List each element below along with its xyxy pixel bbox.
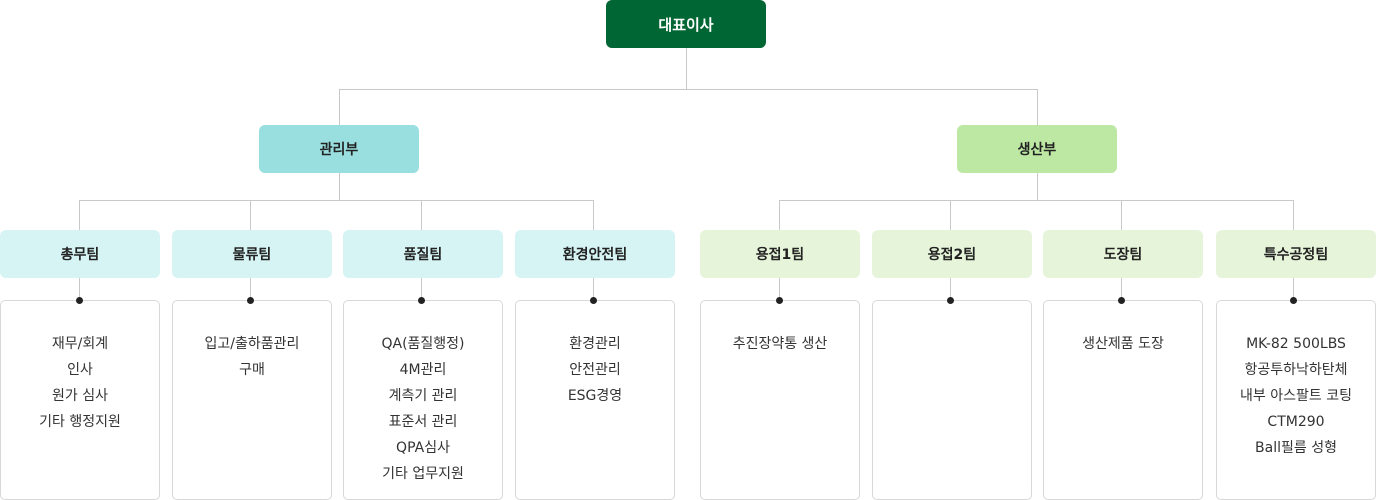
duty-item: 입고/출하품관리 bbox=[204, 336, 300, 352]
duty-item: 원가 심사 bbox=[52, 388, 108, 404]
connector-line bbox=[339, 173, 340, 200]
connector-line bbox=[1037, 89, 1038, 125]
ceo-node: 대표이사 bbox=[606, 0, 766, 48]
connector-line bbox=[593, 200, 594, 230]
connector-line bbox=[593, 278, 594, 300]
connector-line bbox=[79, 200, 80, 230]
connector-line bbox=[250, 200, 251, 230]
duty-item: 구매 bbox=[239, 362, 265, 378]
connector-line bbox=[339, 89, 1038, 90]
duty-item: 항공투하낙하탄체 bbox=[1244, 362, 1348, 378]
duty-box-environment-safety: 환경관리 안전관리 ESG경영 bbox=[515, 300, 675, 500]
duty-item: 계측기 관리 bbox=[388, 388, 458, 404]
duty-item: 재무/회계 bbox=[51, 336, 109, 352]
division-production: 생산부 bbox=[957, 125, 1117, 173]
connector-line bbox=[950, 200, 951, 230]
connector-line bbox=[950, 278, 951, 300]
team-painting: 도장팀 bbox=[1043, 230, 1203, 278]
team-special-process: 특수공정팀 bbox=[1216, 230, 1376, 278]
connector-line bbox=[1293, 278, 1294, 300]
duty-item: 기타 행정지원 bbox=[39, 414, 121, 430]
connector-dot bbox=[947, 297, 954, 304]
duty-box-quality: QA(품질행정) 4M관리 계측기 관리 표준서 관리 QPA심사 기타 업무지… bbox=[343, 300, 503, 500]
connector-dot bbox=[418, 297, 425, 304]
duty-item: QA(품질행정) bbox=[381, 336, 465, 352]
duty-item: 안전관리 bbox=[569, 362, 621, 378]
duty-item: 내부 아스팔트 코팅 bbox=[1240, 388, 1352, 404]
duty-box-logistics: 입고/출하품관리 구매 bbox=[172, 300, 332, 500]
duty-item: 생산제품 도장 bbox=[1082, 336, 1164, 352]
connector-dot bbox=[1290, 297, 1297, 304]
team-welding-2: 용접2팀 bbox=[872, 230, 1032, 278]
connector-line bbox=[250, 278, 251, 300]
duty-box-general-affairs: 재무/회계 인사 원가 심사 기타 행정지원 bbox=[0, 300, 160, 500]
team-general-affairs: 총무팀 bbox=[0, 230, 160, 278]
connector-dot bbox=[776, 297, 783, 304]
connector-line bbox=[1293, 200, 1294, 230]
connector-line bbox=[421, 278, 422, 300]
connector-line bbox=[1121, 278, 1122, 300]
connector-line bbox=[79, 200, 594, 201]
duty-item: ESG경영 bbox=[567, 388, 623, 404]
connector-line bbox=[1121, 200, 1122, 230]
duty-box-painting: 생산제품 도장 bbox=[1043, 300, 1203, 500]
duty-item: CTM290 bbox=[1267, 414, 1325, 430]
duty-item: MK-82 500LBS bbox=[1246, 336, 1346, 352]
connector-line bbox=[421, 200, 422, 230]
duty-box-welding-2 bbox=[872, 300, 1032, 500]
connector-dot bbox=[590, 297, 597, 304]
connector-dot bbox=[76, 297, 83, 304]
connector-line bbox=[1037, 173, 1038, 200]
connector-line bbox=[779, 200, 780, 230]
duty-item: 인사 bbox=[67, 362, 93, 378]
duty-item: 표준서 관리 bbox=[388, 414, 458, 430]
team-logistics: 물류팀 bbox=[172, 230, 332, 278]
connector-line bbox=[779, 200, 1294, 201]
division-management: 관리부 bbox=[259, 125, 419, 173]
duty-item: 4M관리 bbox=[399, 362, 447, 378]
duty-item: 환경관리 bbox=[569, 336, 621, 352]
team-quality: 품질팀 bbox=[343, 230, 503, 278]
team-welding-1: 용접1팀 bbox=[700, 230, 860, 278]
duty-box-special-process: MK-82 500LBS 항공투하낙하탄체 내부 아스팔트 코팅 CTM290 … bbox=[1216, 300, 1376, 500]
connector-line bbox=[686, 48, 687, 89]
connector-dot bbox=[247, 297, 254, 304]
team-environment-safety: 환경안전팀 bbox=[515, 230, 675, 278]
connector-line bbox=[339, 89, 340, 125]
duty-item: 추진장약통 생산 bbox=[732, 336, 828, 352]
duty-item: QPA심사 bbox=[396, 440, 450, 456]
connector-dot bbox=[1118, 297, 1125, 304]
connector-line bbox=[779, 278, 780, 300]
duty-item: Ball필름 성형 bbox=[1255, 440, 1337, 456]
duty-box-welding-1: 추진장약통 생산 bbox=[700, 300, 860, 500]
connector-line bbox=[79, 278, 80, 300]
duty-item: 기타 업무지원 bbox=[382, 466, 464, 482]
